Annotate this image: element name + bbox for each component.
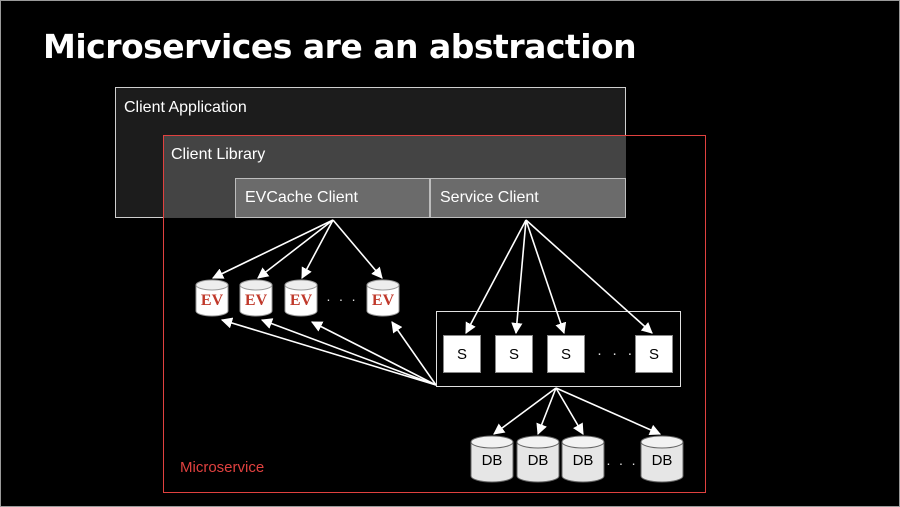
evcache-node: EV [195,279,229,317]
client-application-label: Client Application [124,99,247,116]
microservice-boundary [163,135,706,493]
service-node: S [635,335,673,373]
evcache-ellipsis: · · · [326,291,358,307]
db-label: DB [652,452,673,469]
evcache-client-label: EVCache Client [245,189,358,206]
client-library-label: Client Library [171,146,266,163]
evcache-node: EV [239,279,273,317]
db-node: DB [561,435,605,483]
evcache-client-box: EVCache Client [235,178,430,218]
service-node: S [547,335,585,373]
evcache-client-arrows [211,219,383,279]
ev-label: EV [290,292,313,309]
slide-title: Microservices are an abstraction [43,27,637,66]
service-ellipsis: · · · [597,345,636,362]
service-client-box: Service Client [430,178,626,218]
ev-label: EV [245,292,268,309]
service-node: S [443,335,481,373]
microservice-label: Microservice [180,459,265,476]
evcache-node: EV [366,279,400,317]
evcache-node: EV [284,279,318,317]
db-node: DB [470,435,514,483]
db-node: DB [516,435,560,483]
service-client-arrows [465,219,653,335]
ev-label: EV [201,292,224,309]
db-label: DB [482,452,503,469]
db-ellipsis: · · · [606,455,638,471]
service-client-label: Service Client [440,189,539,206]
db-label: DB [528,452,549,469]
service-group [436,311,681,387]
service-to-db-arrows [493,387,662,436]
db-label: DB [573,452,594,469]
db-node: DB [640,435,684,483]
service-node: S [495,335,533,373]
ev-label: EV [372,292,395,309]
service-to-evcache-arrows [220,317,437,386]
